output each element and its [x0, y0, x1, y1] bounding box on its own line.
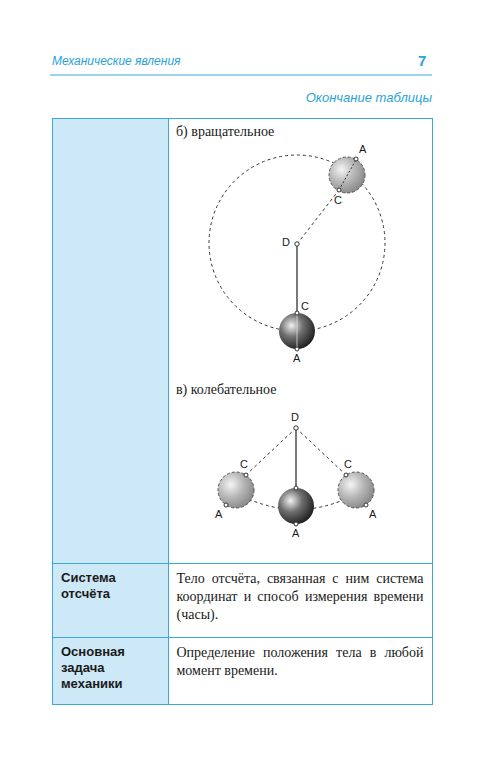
definition-cell: Определение положения тела в любой момен… — [168, 637, 433, 705]
point — [295, 347, 299, 351]
ball — [278, 488, 314, 524]
trajectory — [209, 155, 385, 331]
ball — [279, 313, 315, 349]
definition: Тело отсчёта, связанная с ним система ко… — [177, 570, 424, 624]
point-label: A — [359, 143, 366, 155]
motion-type: б) вращательное — [176, 124, 274, 140]
axis — [339, 158, 357, 190]
running-header: Механические явления — [52, 54, 180, 68]
point — [295, 242, 299, 246]
definition: Определение положения тела в любой момен… — [177, 644, 424, 680]
ball — [329, 157, 365, 193]
motion-type: в) колебательное — [176, 382, 276, 398]
point-label: C — [240, 458, 248, 470]
point-label: C — [301, 300, 309, 312]
point — [295, 311, 299, 315]
thread — [296, 428, 346, 475]
point-label: D — [291, 411, 299, 423]
header-rule — [50, 75, 432, 76]
point — [364, 503, 368, 507]
point-label: A — [215, 508, 222, 520]
thread — [295, 428, 296, 488]
ball — [338, 472, 374, 508]
point-label: C — [334, 194, 342, 206]
point — [337, 188, 341, 192]
table-cell — [52, 118, 169, 564]
rod — [296, 244, 297, 313]
term: Система отсчёта — [61, 570, 160, 602]
axis — [297, 313, 298, 349]
thread — [246, 428, 296, 475]
term: Основная задача механики — [61, 644, 160, 692]
rod — [297, 190, 339, 244]
term-cell: Система отсчёта — [52, 563, 169, 639]
point-label: A — [292, 527, 299, 539]
ball — [218, 472, 254, 508]
point — [344, 473, 348, 477]
point-label: C — [344, 458, 352, 470]
definition-cell: Тело отсчёта, связанная с ним система ко… — [168, 563, 433, 639]
point-label: D — [282, 236, 290, 248]
point — [244, 473, 248, 477]
point — [224, 503, 228, 507]
term-cell: Основная задача механики — [52, 637, 169, 705]
point — [294, 426, 298, 430]
point-label: A — [369, 508, 376, 520]
point-label: A — [293, 352, 300, 364]
page-number: 7 — [418, 52, 426, 69]
point — [294, 486, 298, 490]
table-note: Окончание таблицы — [306, 90, 432, 105]
point — [294, 522, 298, 526]
point — [354, 157, 358, 161]
